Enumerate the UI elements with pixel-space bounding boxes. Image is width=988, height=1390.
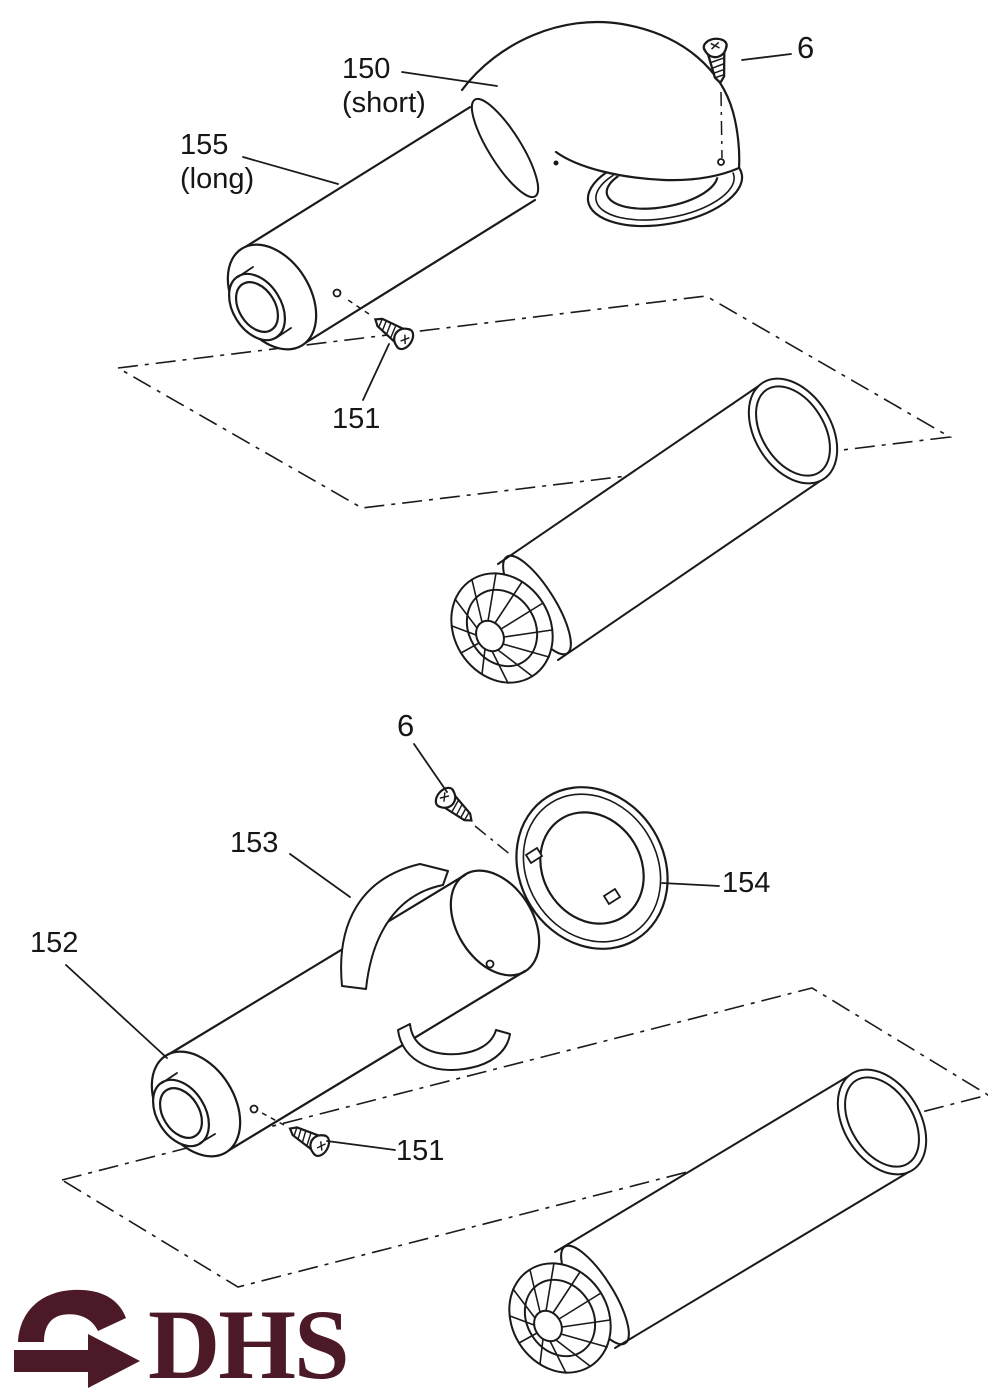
screw-6-bottom (431, 783, 513, 857)
clamp-lower-band (397, 1023, 511, 1071)
callout-6-bottom: 6 (397, 708, 414, 745)
callout-152: 152 (30, 926, 78, 960)
cap-fin-lines (451, 572, 553, 684)
pipe-edge (300, 198, 537, 347)
screw-centerline (720, 91, 723, 159)
elbow-waist-contour (554, 150, 741, 182)
callout-6-bottom-number: 6 (397, 708, 415, 743)
pipe-far-end (449, 869, 541, 977)
leader-152 (65, 964, 168, 1059)
ring-rim (522, 793, 662, 943)
tube-wall (755, 385, 831, 477)
elbow-body (462, 21, 740, 188)
inner-pipe-wall (158, 1087, 204, 1139)
callout-150: 150 (short) (342, 52, 426, 120)
ring-tab (602, 887, 622, 906)
leader-6-bottom (413, 743, 448, 793)
dhs-logo-text: DHS (148, 1289, 348, 1390)
leader-151-bottom (326, 1140, 396, 1151)
flange-screw-hole (717, 158, 725, 166)
tube-edge (557, 478, 824, 661)
inner-pipe-edges (161, 1072, 216, 1144)
pipe-edge (224, 969, 527, 1154)
screw (283, 1117, 334, 1160)
leader-154 (661, 882, 720, 887)
callout-153-number: 153 (230, 827, 279, 859)
callout-6-top-number: 6 (797, 30, 815, 65)
screw-hole (485, 959, 495, 969)
callout-154: 154 (722, 866, 770, 900)
leader-lines (65, 53, 792, 1151)
callout-151-bottom: 151 (396, 1134, 444, 1168)
part-155-outer-pipe (226, 102, 537, 351)
screw-hole (249, 1104, 259, 1114)
screw-centerline (261, 1112, 285, 1126)
callout-154-number: 154 (722, 867, 771, 899)
leader-151-top (362, 343, 390, 401)
tube-wall (844, 1076, 920, 1168)
elbow-pipe-seam (470, 97, 540, 199)
dhs-logo: DHS (14, 1289, 350, 1390)
callout-155-qualifier: (long) (180, 163, 255, 196)
callout-151-top: 151 (332, 402, 380, 436)
tube-edge (497, 382, 764, 565)
tube-open-end (836, 1068, 928, 1176)
callout-150-number: 150 (342, 53, 391, 85)
part-150-elbow (460, 20, 744, 228)
tube-edge (614, 1169, 913, 1349)
pipe-body (242, 104, 535, 345)
screw-151-bottom (249, 1104, 334, 1160)
callout-150-qualifier: (short) (342, 87, 426, 120)
ring-tab (524, 846, 544, 865)
screw (431, 783, 480, 830)
tube-open-end (747, 377, 839, 485)
cap-fin-lines (509, 1262, 611, 1374)
screw-centerline (474, 825, 513, 857)
inner-pipe-edges (237, 266, 292, 339)
pipe-edge (164, 873, 467, 1058)
callout-153: 153 (230, 826, 278, 860)
screw (368, 309, 418, 354)
callout-155-number: 155 (180, 129, 229, 161)
wall-plane-top (115, 295, 953, 509)
dhs-arrow-icon (18, 1289, 126, 1342)
dhs-arrow-icon (14, 1334, 140, 1388)
tube-body (498, 383, 823, 660)
callout-151-bottom-number: 151 (396, 1135, 445, 1167)
screw-151-top (332, 288, 418, 354)
part-153-clamp (340, 863, 511, 1071)
leader-153 (289, 853, 351, 898)
screw-centerline (344, 297, 370, 315)
pipe-body (166, 875, 525, 1152)
part-152-outer-pipe (150, 869, 541, 1158)
tube-edge (554, 1073, 853, 1253)
screw-hole (332, 288, 342, 298)
callout-151-top-number: 151 (332, 403, 381, 435)
inner-flue-tube-bottom (508, 1068, 928, 1374)
leader-150 (401, 71, 498, 87)
inner-flue-tube-top (450, 377, 839, 684)
pipe-edge (240, 102, 477, 251)
part-154-trim-ring (515, 786, 669, 950)
callout-155: 155 (long) (180, 128, 254, 196)
leader-155 (242, 156, 339, 185)
elbow-top-contour (460, 20, 741, 170)
elbow-screw-dot (553, 160, 559, 166)
clamp-upper-band (340, 863, 449, 990)
inner-pipe-wall (234, 281, 280, 333)
leader-6-top (741, 53, 792, 61)
callout-6-top: 6 (797, 30, 814, 67)
callout-152-number: 152 (30, 927, 79, 959)
tube-body (555, 1074, 912, 1348)
screw-6-top (701, 36, 733, 159)
